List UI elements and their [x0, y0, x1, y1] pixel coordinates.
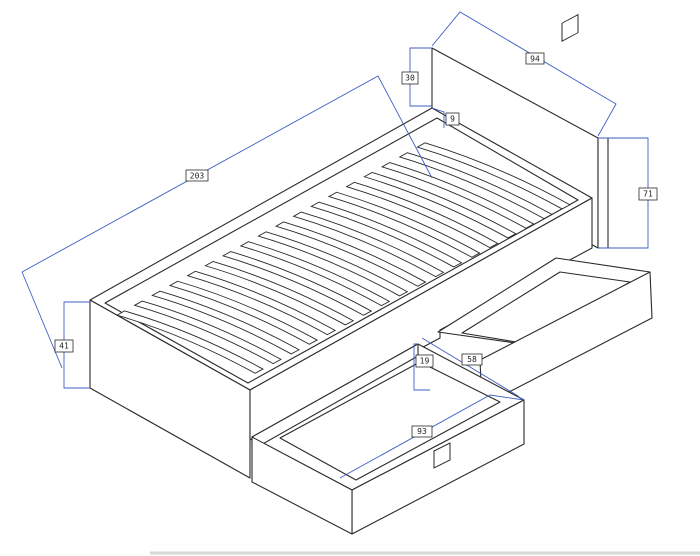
drawer-front-inner-line [279, 361, 501, 481]
dim-label-drawer-depth: 58 [461, 353, 483, 366]
dim-label-drawer-width: 93 [411, 425, 433, 438]
dimension-labels: 203 94 30 9 71 41 19 58 [54, 52, 658, 438]
svg-text:9: 9 [450, 115, 455, 124]
svg-text:94: 94 [530, 55, 540, 64]
dim-label-headboard-top: 30 [401, 71, 419, 85]
bed-slat [151, 290, 300, 355]
bed-slat [168, 280, 319, 345]
bed-slat [274, 221, 427, 287]
frame-end-panel [89, 299, 251, 479]
dim-line-drawer-height [413, 343, 430, 391]
bed-slat [310, 201, 463, 268]
svg-text:30: 30 [405, 74, 415, 83]
dim-line-gap [431, 107, 445, 128]
drawer-front [251, 343, 525, 535]
frame-side-panel [249, 197, 593, 441]
drawer-front-end [251, 436, 353, 535]
bed-slat [186, 270, 337, 336]
dim-line-length [21, 75, 433, 273]
svg-text:203: 203 [190, 172, 205, 181]
bed-slat [133, 300, 282, 365]
bed-slat [239, 241, 391, 307]
dim-line-drawer-width [339, 394, 525, 479]
svg-text:41: 41 [59, 342, 69, 351]
svg-text:58: 58 [467, 355, 477, 364]
bed-slat [221, 251, 373, 316]
bed-slat [380, 162, 535, 229]
svg-text:93: 93 [417, 427, 427, 436]
dim-line-drawer-depth [421, 337, 523, 401]
dim-label-headboard-width: 94 [525, 52, 545, 65]
bed-slat [363, 171, 517, 239]
bed-slat [416, 142, 571, 210]
svg-text:71: 71 [643, 190, 653, 199]
dim-label-frame-height: 41 [54, 339, 74, 353]
dim-label-length: 203 [185, 169, 209, 182]
headboard-side-edge [597, 137, 609, 249]
bed-slat [292, 211, 445, 278]
dim-label-drawer-height: 19 [415, 354, 434, 368]
drawer-front-handle[interactable] [433, 442, 451, 469]
bed-slat [398, 152, 553, 220]
svg-text:19: 19 [420, 357, 430, 366]
bed-slat [115, 310, 264, 374]
drawer-back-handle[interactable] [561, 13, 579, 42]
slat-group [115, 142, 571, 374]
dim-label-headboard-height: 71 [638, 187, 658, 201]
bed-slat [345, 181, 499, 249]
bed-slat [257, 231, 409, 297]
bed-slat [204, 260, 355, 326]
bed-slat [327, 191, 481, 258]
dim-label-gap: 9 [445, 112, 460, 126]
